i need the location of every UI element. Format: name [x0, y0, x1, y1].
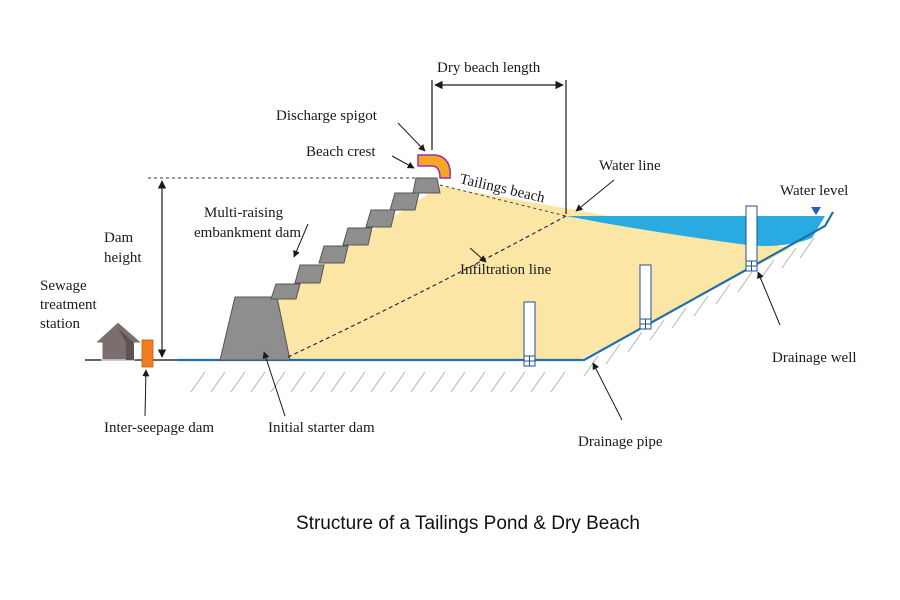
dam-height-label-line2: height	[104, 250, 142, 266]
sewage-label-line2: treatment	[40, 297, 97, 313]
inter-seepage-dam-label: Inter-seepage dam	[104, 420, 214, 436]
drainage-pipe-label: Drainage pipe	[578, 434, 663, 450]
drainage-wells	[523, 205, 758, 367]
water-level-label: Water level	[780, 183, 848, 199]
tailings-beach-surface	[439, 184, 567, 217]
diagram-title: Structure of a Tailings Pond & Dry Beach	[296, 513, 640, 534]
sewage-label-line3: station	[40, 316, 80, 332]
ground-hatching	[190, 237, 815, 393]
water-body	[566, 216, 825, 246]
inter-seepage-dam	[141, 339, 154, 368]
drainage-well-label: Drainage well	[772, 350, 857, 366]
water-level-marker	[811, 207, 821, 215]
infiltration-line	[287, 215, 567, 358]
leader-lines	[142, 122, 781, 421]
beach-crest-label: Beach crest	[306, 144, 376, 160]
embankment-steps	[270, 177, 441, 300]
dry-beach-length-label: Dry beach length	[437, 60, 541, 76]
discharge-spigot-label: Discharge spigot	[276, 108, 378, 124]
sewage-station-house-icon	[93, 321, 144, 361]
infiltration-line-label: Infiltration line	[460, 262, 552, 278]
dam-height-label-line1: Dam	[104, 230, 133, 246]
multi-raising-label-line2: embankment dam	[194, 225, 301, 241]
discharge-spigot	[417, 154, 451, 179]
sewage-station-shadow	[118, 328, 134, 360]
sewage-label-line1: Sewage	[40, 278, 87, 294]
multi-raising-label-line1: Multi-raising	[204, 205, 284, 221]
water-line-label: Water line	[599, 158, 661, 174]
drainage-pipe-line	[178, 211, 834, 362]
initial-starter-dam-label: Initial starter dam	[268, 420, 375, 436]
